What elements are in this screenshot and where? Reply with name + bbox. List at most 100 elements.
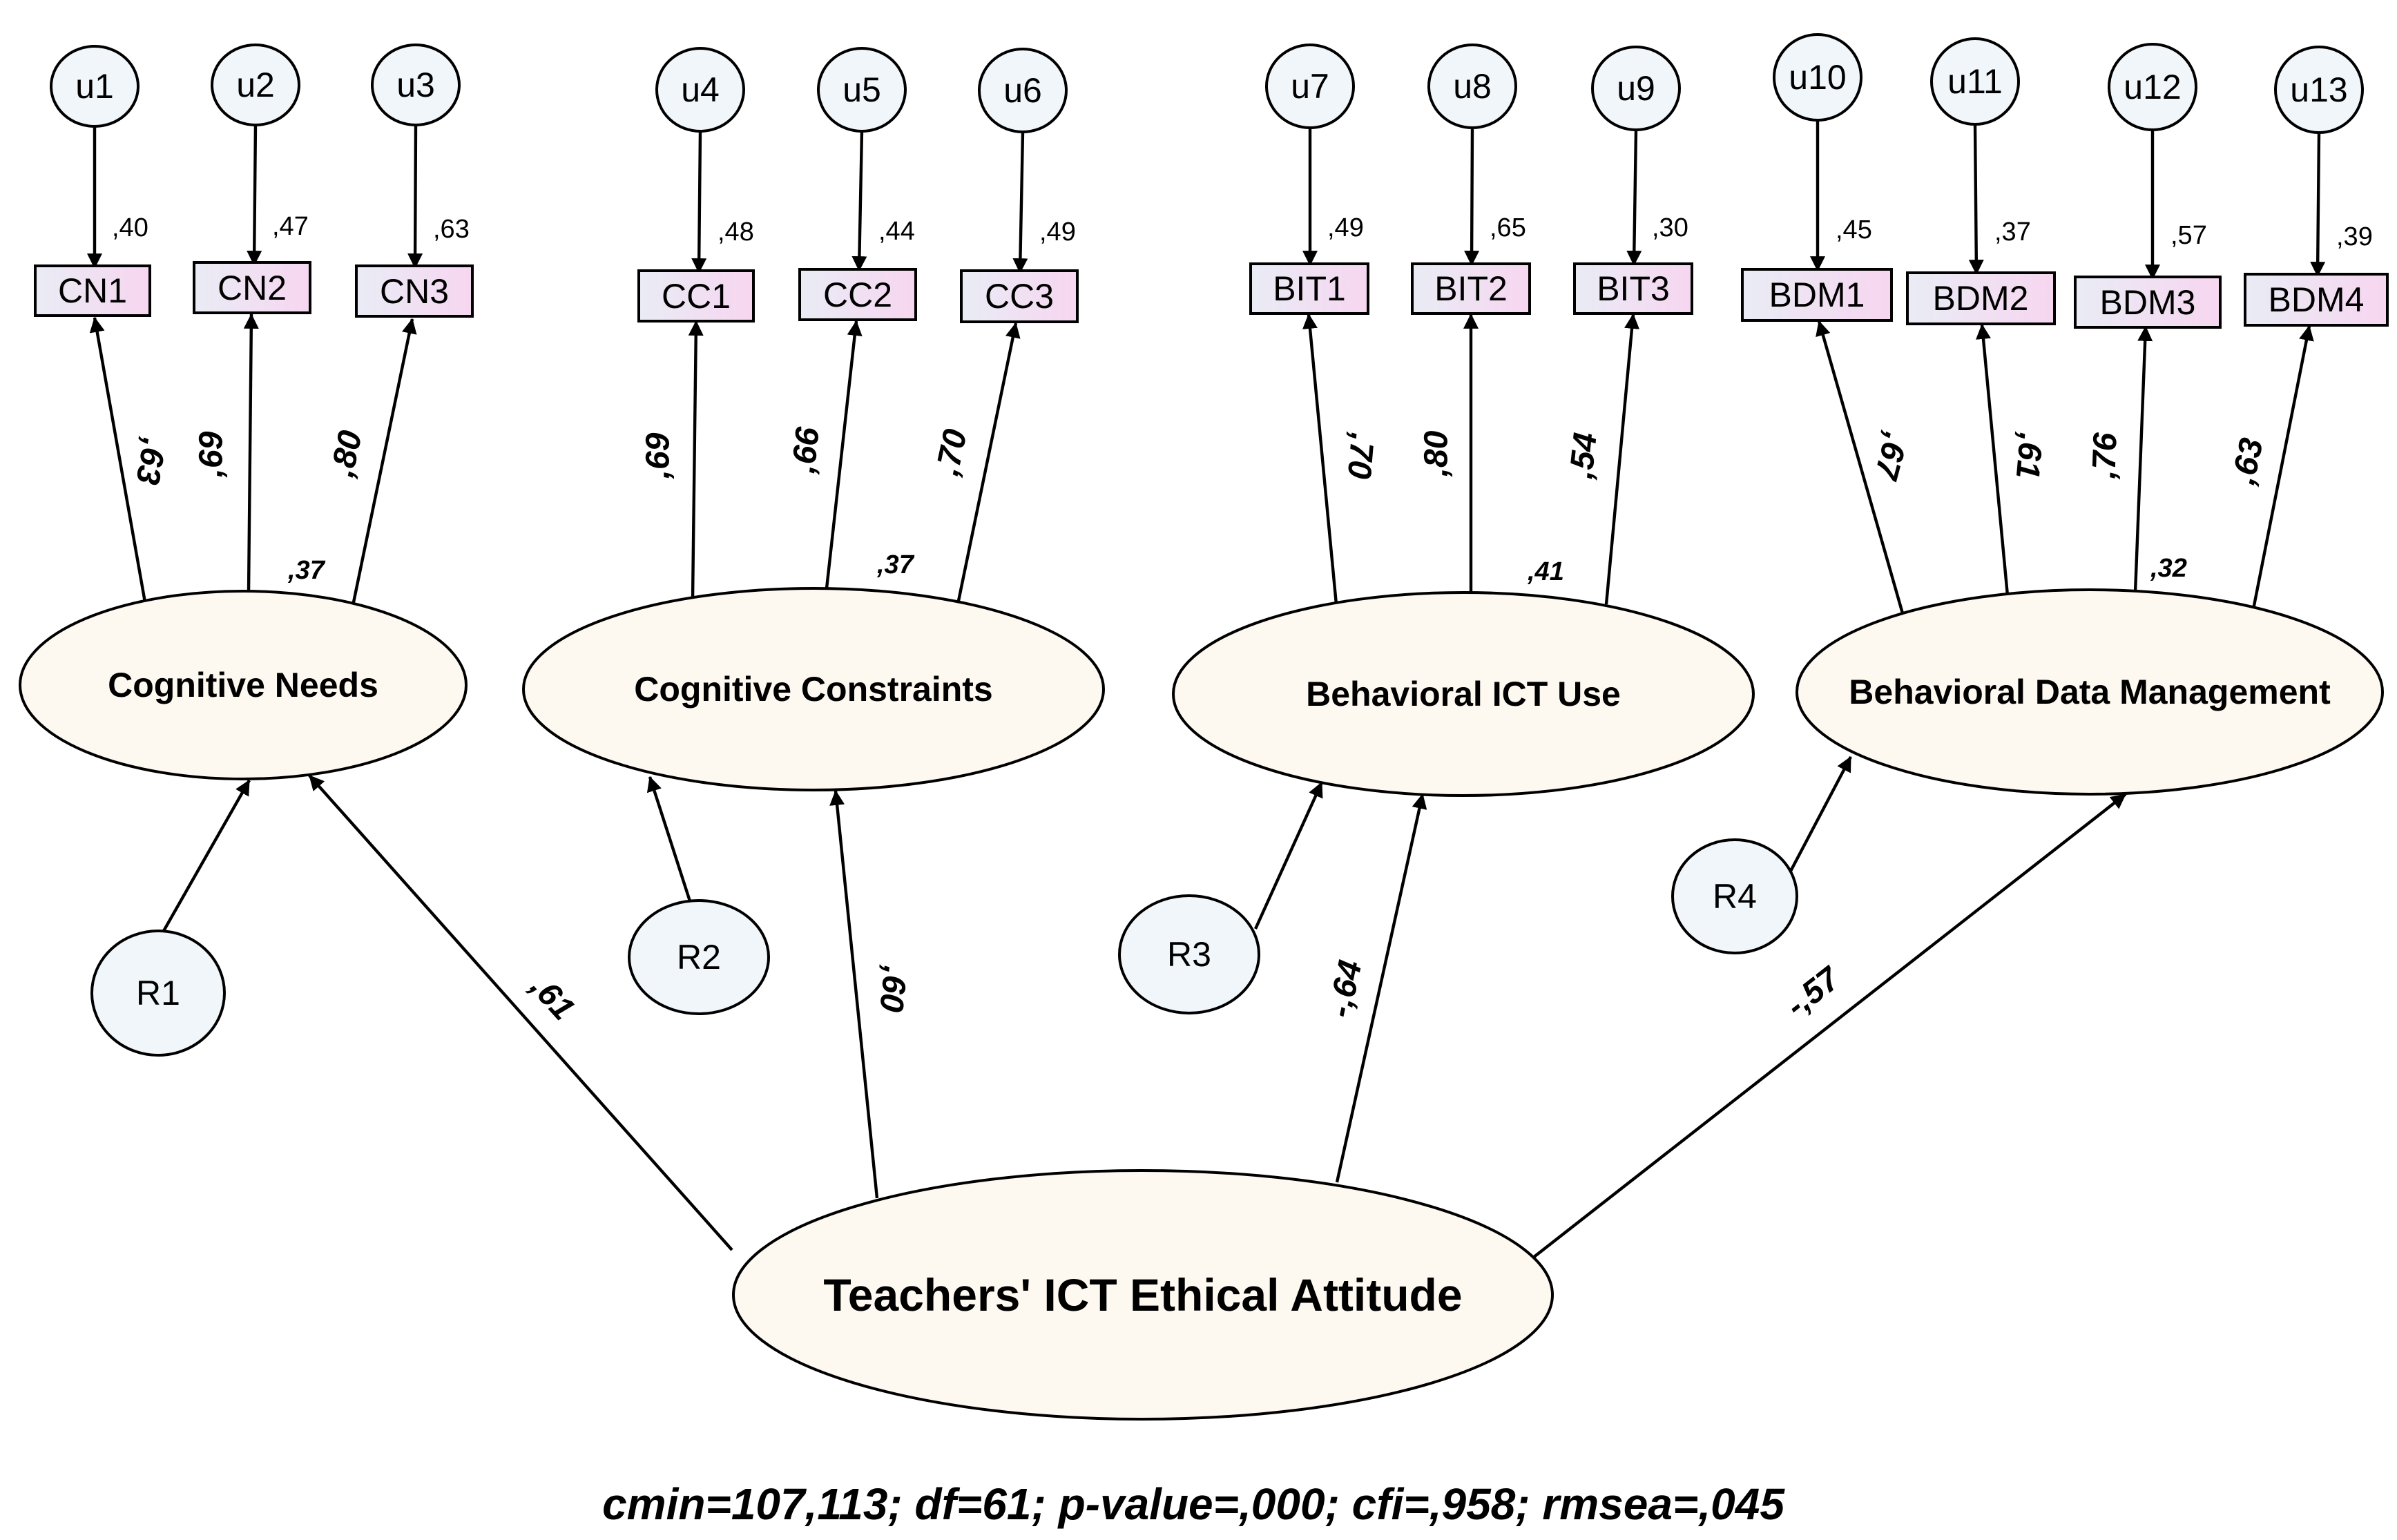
loading-cn2: ,69 [193, 431, 230, 478]
r2-cn2: ,47 [272, 212, 309, 241]
indicator-bit2: BIT2 [1411, 262, 1531, 315]
path-attitude-cc [829, 789, 879, 1199]
r2-cc3: ,49 [1039, 218, 1076, 247]
loading-bdm4: ,63 [2225, 435, 2271, 489]
r2-cognitive-needs: ,37 [287, 556, 326, 585]
indicator-bit3: BIT3 [1573, 262, 1693, 315]
svg-text:CC2: CC2 [823, 276, 892, 314]
path-cc-cc1 [688, 320, 704, 600]
loading-bdm1: ,67 [1867, 428, 1914, 484]
indicator-bdm3: BDM3 [2074, 276, 2222, 329]
path-label-behavioral-ict-use: -,64 [1321, 957, 1369, 1021]
loading-bdm3: ,76 [2086, 432, 2124, 480]
loading-bdm2: ,61 [2009, 430, 2050, 480]
loading-cn1: ,63 [128, 435, 173, 488]
residual-r3: R3 [1118, 894, 1260, 1014]
residual-r4: R4 [1671, 838, 1798, 954]
svg-text:BIT1: BIT1 [1273, 269, 1346, 308]
latent-teachers-ict-ethical-attitude: Teachers' ICT Ethical Attitude [732, 1169, 1554, 1421]
svg-text:Teachers' ICT Ethical Attitude: Teachers' ICT Ethical Attitude [823, 1269, 1462, 1320]
error-u2: u2 [211, 44, 300, 126]
path-cn-cn3 [352, 318, 417, 603]
indicator-cn2: CN2 [193, 261, 311, 314]
r2-bdm2: ,37 [1994, 218, 2031, 247]
svg-text:BDM2: BDM2 [1933, 279, 2029, 318]
svg-text:R1: R1 [136, 974, 180, 1012]
svg-text:u11: u11 [1947, 62, 2003, 101]
residual-r1: R1 [90, 930, 226, 1057]
path-attitude-bit [1335, 793, 1427, 1183]
fit-statistics: cmin=107,113; df=61; p-value=,000; cfi=,… [602, 1479, 1785, 1529]
svg-text:CN3: CN3 [380, 272, 449, 311]
r2-cc1: ,48 [718, 218, 754, 247]
svg-text:BIT3: BIT3 [1597, 269, 1670, 308]
svg-text:u7: u7 [1291, 67, 1329, 106]
error-u13: u13 [2274, 46, 2364, 134]
indicator-cn1: CN1 [34, 264, 151, 317]
loading-bit1: ,70 [1340, 430, 1381, 480]
latent-cognitive-needs: Cognitive Needs [19, 590, 468, 780]
path-bit-bit1 [1302, 313, 1338, 605]
svg-text:u5: u5 [843, 70, 881, 109]
path-u11-bdm2 [1968, 124, 1984, 276]
error-u7: u7 [1265, 44, 1355, 129]
path-u9-bit3 [1626, 130, 1642, 267]
svg-text:u1: u1 [75, 67, 114, 106]
error-u4: u4 [655, 47, 745, 133]
indicator-cc3: CC3 [960, 269, 1079, 323]
svg-text:BDM4: BDM4 [2269, 280, 2365, 319]
svg-text:u13: u13 [2290, 70, 2347, 109]
path-cc-cc3 [956, 322, 1021, 601]
indicator-bdm4: BDM4 [2244, 273, 2389, 327]
path-r4-bdm [1787, 755, 1852, 876]
indicator-bdm2: BDM2 [1906, 271, 2056, 325]
path-label-cognitive-constraints: ,60 [872, 963, 914, 1014]
svg-text:u10: u10 [1789, 58, 1846, 97]
svg-text:R4: R4 [1713, 877, 1757, 916]
r2-bit3: ,30 [1652, 213, 1688, 242]
path-u2-cn2 [247, 124, 262, 267]
svg-text:CC1: CC1 [662, 277, 731, 316]
loading-cc3: ,70 [929, 426, 974, 480]
r2-cn3: ,63 [433, 215, 470, 244]
svg-text:u6: u6 [1003, 71, 1042, 110]
error-u11: u11 [1930, 37, 2020, 126]
indicator-bit1: BIT1 [1249, 262, 1369, 315]
svg-text:Behavioral Data Management: Behavioral Data Management [1849, 673, 2331, 711]
path-bdm-bdm2 [1976, 323, 2010, 596]
path-u6-cc3 [1012, 132, 1028, 274]
residual-r2: R2 [628, 899, 770, 1015]
path-cn-cn1 [89, 316, 147, 603]
r2-bdm1: ,45 [1836, 215, 1872, 244]
svg-text:u9: u9 [1617, 69, 1655, 108]
svg-text:Behavioral ICT Use: Behavioral ICT Use [1306, 675, 1621, 713]
loading-bit2: ,80 [1418, 430, 1455, 477]
indicator-bdm1: BDM1 [1741, 268, 1893, 322]
indicator-cc1: CC1 [637, 269, 755, 323]
r2-bdm3: ,57 [2170, 221, 2207, 250]
loading-cn3: ,80 [324, 427, 369, 481]
latent-cognitive-constraints: Cognitive Constraints [522, 587, 1105, 791]
path-bdm-bdm1 [1816, 320, 1905, 614]
error-u5: u5 [817, 47, 907, 133]
svg-text:BDM1: BDM1 [1769, 276, 1865, 314]
svg-text:R2: R2 [677, 938, 721, 976]
path-u4-cc1 [691, 131, 707, 274]
r2-bdm4: ,39 [2336, 222, 2373, 251]
svg-text:BIT2: BIT2 [1434, 269, 1508, 308]
path-label-behavioral-data-management: -,57 [1779, 959, 1848, 1024]
svg-text:CC3: CC3 [985, 277, 1054, 316]
error-u1: u1 [50, 45, 139, 128]
path-u13-bdm4 [2310, 133, 2326, 278]
svg-text:u12: u12 [2124, 68, 2181, 106]
svg-text:CN1: CN1 [58, 271, 127, 310]
error-u8: u8 [1427, 44, 1517, 129]
path-r2-cc [646, 776, 693, 904]
path-bdm-bdm4 [2251, 325, 2314, 610]
loading-cc1: ,69 [640, 432, 677, 479]
svg-text:CN2: CN2 [218, 269, 287, 307]
indicator-cc2: CC2 [798, 268, 917, 321]
loading-cc2: ,66 [785, 425, 827, 476]
r2-behavioral-data-management: ,32 [2150, 554, 2187, 583]
loading-bit3: ,54 [1563, 431, 1604, 481]
